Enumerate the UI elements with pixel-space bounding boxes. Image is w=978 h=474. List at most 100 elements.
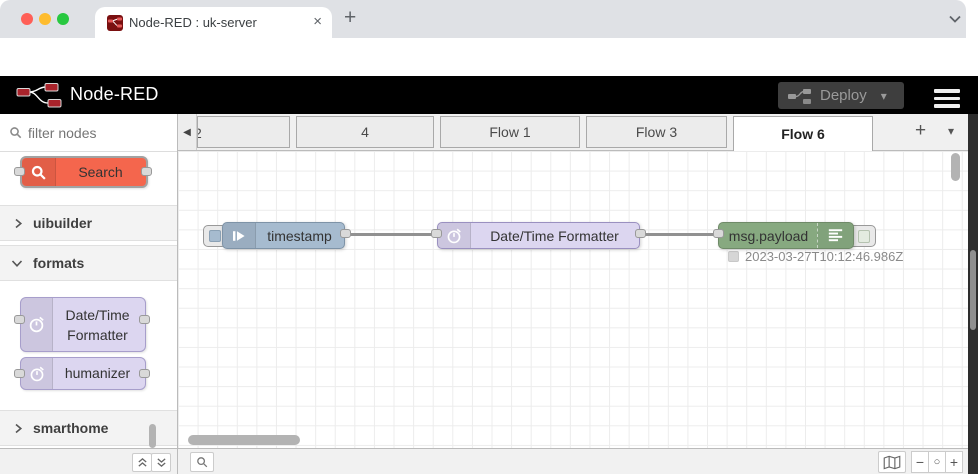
expand-all-button[interactable] (151, 453, 171, 472)
palette-humanizer-input-port[interactable] (14, 369, 25, 378)
inject-output-port[interactable] (340, 229, 351, 238)
debug-icon (817, 223, 853, 248)
favicon-node-red (107, 15, 123, 31)
palette-node-search[interactable]: Search (20, 156, 148, 188)
node-label: timestamp (267, 228, 332, 244)
node-debug-msg-payload[interactable]: msg.payload (718, 222, 854, 249)
nodered-logo (16, 83, 64, 108)
canvas-vertical-scrollbar[interactable] (951, 153, 960, 181)
background-window-edge (968, 114, 978, 474)
palette-node-label: Date/Time Formatter (65, 307, 130, 343)
canvas-footer: − ○ + (178, 448, 968, 474)
background-scrollbar (970, 250, 976, 330)
node-inject-timestamp[interactable]: timestamp (222, 222, 345, 249)
flow-tab-label: Flow 3 (635, 124, 678, 140)
tab-search-chevron-icon[interactable] (948, 14, 962, 24)
navigator-map-button[interactable] (878, 451, 906, 473)
deploy-label: Deploy (820, 87, 867, 104)
browser-tab-strip: Node-RED : uk-server × + (0, 0, 966, 38)
flow-canvas[interactable]: timestamp Date/Time Formatter msg.payloa… (178, 151, 968, 448)
flow-tab-label: Flow 6 (781, 126, 825, 142)
deploy-options-caret-icon[interactable]: ▾ (880, 88, 887, 103)
new-tab-button[interactable]: + (344, 6, 357, 29)
browser-tab[interactable]: Node-RED : uk-server × (95, 7, 332, 38)
palette-scrollbar[interactable] (149, 424, 156, 448)
debug-input-port[interactable] (713, 229, 724, 238)
zoom-reset-button[interactable]: ○ (928, 451, 946, 473)
canvas-horizontal-scrollbar[interactable] (188, 435, 300, 445)
browser-tab-title: Node-RED : uk-server (129, 15, 257, 30)
palette-footer (0, 448, 177, 474)
timer-icon (438, 223, 471, 248)
search-flows-button[interactable] (190, 452, 214, 472)
debug-status-dot (728, 251, 739, 262)
filter-search-icon (9, 126, 22, 139)
wire-formatter-to-debug[interactable] (640, 233, 720, 236)
palette-category-uibuilder[interactable]: uibuilder (0, 205, 177, 241)
search-node-icon-region (22, 158, 56, 186)
formatter-input-port[interactable] (431, 229, 442, 238)
flow-tab-label: Flow 1 (489, 124, 531, 140)
palette: Search uibuilder formats Date/Time Forma… (0, 152, 177, 448)
palette-category-formats[interactable]: formats (0, 245, 177, 281)
chevron-right-icon (13, 423, 23, 434)
category-label: smarthome (33, 420, 109, 436)
timer-icon (21, 358, 53, 389)
flow-tab-bar: ◀ 2 4 Flow 1 Flow 3 Flow 6 + ▾ (178, 114, 968, 151)
zoom-reset-icon: ○ (933, 456, 941, 468)
formatter-output-port[interactable] (635, 229, 646, 238)
zoom-in-button[interactable]: + (945, 451, 963, 473)
traffic-light-minimize[interactable] (39, 13, 51, 25)
inject-icon (223, 223, 256, 248)
palette-filter-row (0, 114, 177, 152)
palette-node-datetime-formatter[interactable]: Date/Time Formatter (20, 297, 146, 352)
flow-tab-flow6-active[interactable]: Flow 6 (733, 116, 873, 151)
close-tab-icon[interactable]: × (313, 13, 322, 30)
chevron-down-icon (11, 258, 23, 269)
palette-node-humanizer[interactable]: humanizer (20, 357, 146, 390)
tab-bar-border (178, 150, 968, 151)
category-label: formats (33, 255, 85, 271)
palette-humanizer-output-port[interactable] (139, 369, 150, 378)
node-label: Date/Time Formatter (490, 228, 619, 244)
flow-tab-4[interactable]: 4 (296, 116, 434, 148)
palette-search-node-output-port[interactable] (141, 167, 152, 176)
node-label: msg.payload (728, 228, 809, 244)
search-node-label: Search (78, 164, 123, 180)
traffic-light-close[interactable] (21, 13, 33, 25)
browser-toolbar: ⚠ Not Secure | uk-server :2718/#flow/cd1… (0, 38, 978, 110)
app-title: Node-RED (70, 84, 159, 104)
flow-list-caret-icon[interactable]: ▾ (948, 124, 955, 138)
palette-search-node-input-port[interactable] (14, 167, 25, 176)
debug-status-text: 2023-03-27T10:12:46.986Z (745, 249, 904, 264)
category-label: uibuilder (33, 215, 93, 231)
flow-tab-label: 2 (198, 125, 202, 141)
node-datetime-formatter[interactable]: Date/Time Formatter (437, 222, 640, 249)
palette-node-label: humanizer (64, 365, 131, 381)
flow-tab-label: 4 (361, 124, 369, 140)
add-flow-button[interactable]: + (915, 120, 927, 141)
collapse-all-button[interactable] (132, 453, 152, 472)
traffic-light-zoom[interactable] (57, 13, 69, 25)
wire-inject-to-formatter[interactable] (345, 233, 440, 236)
scroll-tabs-left-button[interactable]: ◀ (178, 114, 197, 151)
palette-divider (177, 114, 178, 474)
main-menu-icon[interactable] (934, 85, 960, 112)
nodered-header: Node-RED Deploy ▾ (0, 76, 978, 114)
zoom-out-icon: − (915, 454, 925, 470)
scroll-left-icon: ◀ (183, 127, 191, 138)
flow-tab-partial[interactable]: 2 (197, 116, 290, 148)
zoom-in-icon: + (949, 454, 959, 470)
timer-icon (21, 298, 53, 351)
deploy-icon (788, 87, 812, 105)
inject-button[interactable] (203, 225, 227, 247)
palette-datetime-input-port[interactable] (14, 315, 25, 324)
chevron-right-icon (13, 218, 23, 229)
flow-tab-flow1[interactable]: Flow 1 (440, 116, 580, 148)
flow-tab-flow3[interactable]: Flow 3 (586, 116, 727, 148)
zoom-out-button[interactable]: − (911, 451, 929, 473)
palette-category-smarthome[interactable]: smarthome (0, 410, 177, 446)
palette-datetime-output-port[interactable] (139, 315, 150, 324)
deploy-button[interactable]: Deploy ▾ (778, 82, 904, 109)
palette-filter-input[interactable] (26, 122, 170, 144)
